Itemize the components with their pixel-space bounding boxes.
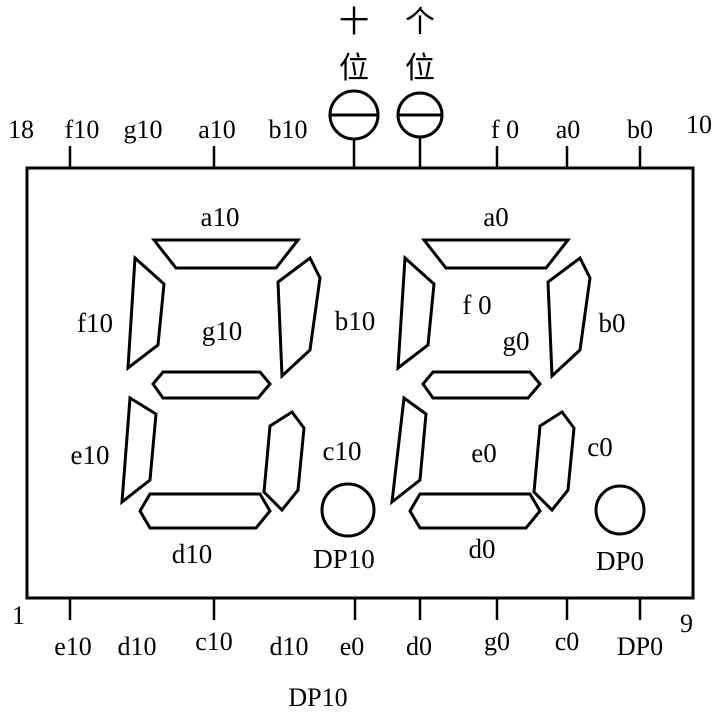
tens-decimal-point — [320, 482, 376, 538]
tens-segment-c — [262, 409, 306, 513]
ones-label-f: f 0 — [462, 290, 491, 320]
tens-label-f: f10 — [77, 308, 113, 338]
bottom-pin-label-e0: e0 — [340, 632, 365, 661]
tens-label-dp: DP10 — [313, 544, 375, 574]
bottom-pin-label-d10-left: d10 — [118, 632, 157, 661]
top-pin-label-b0: b0 — [627, 115, 653, 144]
top-left-pin-number: 18 — [8, 115, 34, 144]
display-package-outline — [25, 166, 695, 600]
tens-segment-e — [120, 395, 158, 506]
bottom-left-pin-number: 1 — [12, 601, 25, 630]
tens-digit-label-line1: 十 — [339, 5, 369, 40]
tens-segment-g — [151, 370, 272, 400]
bottom-pin-label-c10: c10 — [195, 627, 233, 656]
tens-common-terminal-symbol — [328, 89, 380, 168]
ones-segment-e — [390, 395, 428, 506]
tens-label-b: b10 — [335, 306, 376, 336]
tens-label-g: g10 — [202, 316, 243, 346]
top-pin-label-b10: b10 — [269, 115, 308, 144]
bottom-pin-label-c0: c0 — [555, 627, 580, 656]
ones-common-terminal-symbol — [396, 91, 444, 168]
ones-decimal-point — [594, 484, 646, 536]
tens-label-d: d10 — [172, 539, 213, 569]
bottom-pin-label-dp10: DP10 — [288, 683, 347, 712]
bottom-pin-ticks — [68, 598, 642, 620]
bottom-pin-label-d10-right: d10 — [270, 632, 309, 661]
top-pin-label-g10: g10 — [124, 115, 163, 144]
tens-digit — [120, 238, 376, 538]
ones-label-dp: DP0 — [596, 546, 644, 576]
ones-segment-d — [408, 492, 542, 530]
ones-segment-c — [532, 409, 576, 513]
tens-segment-b — [276, 255, 322, 380]
tens-segment-d — [138, 492, 272, 530]
bottom-pin-label-dp0: DP0 — [617, 632, 663, 661]
tens-label-c: c10 — [323, 436, 362, 466]
tens-digit-label-line2: 位 — [339, 51, 369, 86]
tens-label-e: e10 — [71, 440, 110, 470]
top-right-pin-number: 10 — [686, 110, 712, 139]
top-pin-label-a10: a10 — [198, 115, 236, 144]
ones-digit-label-line2: 位 — [405, 51, 435, 86]
ones-digit-label-line1: 个 — [405, 5, 435, 40]
tens-segment-f — [126, 254, 166, 372]
ones-label-c: c0 — [587, 432, 612, 462]
tens-label-a: a10 — [201, 202, 240, 232]
ones-label-d: d0 — [469, 534, 496, 564]
bottom-pin-label-e10: e10 — [54, 632, 92, 661]
top-pin-ticks — [68, 146, 642, 168]
ones-label-a: a0 — [483, 202, 508, 232]
ones-label-b: b0 — [599, 308, 626, 338]
top-pin-label-f0: f 0 — [491, 115, 519, 144]
ones-segment-f — [396, 254, 436, 372]
bottom-pin-label-d0: d0 — [406, 632, 432, 661]
bottom-pin-label-g0: g0 — [484, 627, 510, 656]
tens-segment-a — [150, 238, 302, 270]
ones-segment-g — [421, 370, 542, 400]
top-pin-label-a0: a0 — [556, 115, 581, 144]
ones-label-g: g0 — [503, 326, 530, 356]
ones-segment-b — [546, 255, 592, 380]
ones-segment-a — [420, 238, 572, 270]
ones-label-e: e0 — [471, 438, 496, 468]
top-pin-label-f10: f10 — [65, 115, 100, 144]
ones-digit — [390, 238, 646, 536]
bottom-right-pin-number: 9 — [680, 609, 693, 638]
